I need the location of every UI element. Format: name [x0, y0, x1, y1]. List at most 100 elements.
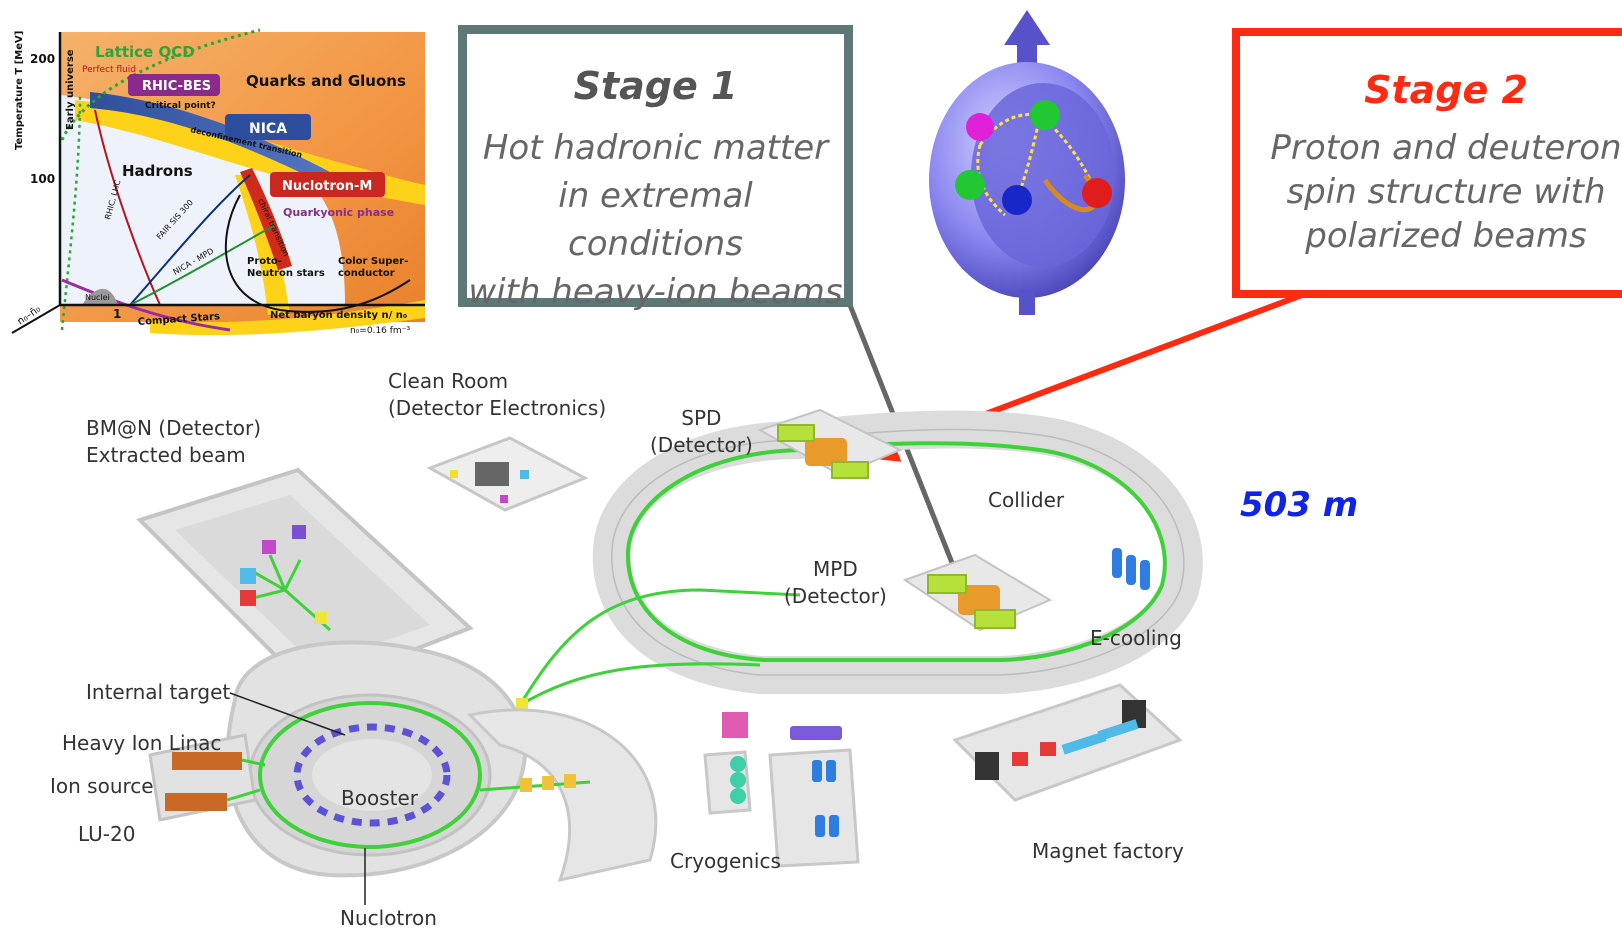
quark-green-left	[955, 170, 985, 200]
magnet-factory-red-2	[1040, 742, 1056, 756]
stage2-line1: Proton and deuteron	[1270, 128, 1622, 168]
cryo-compressor-2	[826, 760, 836, 782]
magnet-factory-blue-2	[1097, 719, 1139, 741]
bmn-magnet-2	[240, 568, 256, 584]
clean-room-rack	[475, 462, 509, 486]
magnet-factory-label: Magnet factory	[1032, 839, 1184, 863]
y-tick-100: 100	[30, 172, 55, 186]
spd-magnet-2	[831, 461, 869, 479]
e-cooling-unit-3	[1140, 560, 1150, 590]
clean-room-item-1	[450, 470, 458, 478]
early-universe-label: Early universe	[65, 49, 76, 130]
stage1-line2: in extremal conditions	[558, 176, 753, 264]
collider-length: 503 m	[1240, 485, 1359, 525]
clean-room-line1: Clean Room	[388, 369, 509, 393]
nuclotron-m-box	[270, 172, 385, 197]
mpd-line2: (Detector)	[784, 584, 887, 608]
mpd-detector	[958, 585, 1000, 615]
quarkyonic-label: Quarkyonic phase	[283, 206, 394, 219]
color-super-label-1: Color Super-	[338, 256, 408, 267]
chiral-transition-band	[240, 168, 292, 270]
y-axis-label: Temperature T [MeV]	[14, 31, 25, 150]
collider-beam	[625, 441, 1167, 662]
critical-point-label: Critical point?	[145, 101, 216, 111]
bmn-label: BM@N (Detector) Extracted beam	[86, 415, 261, 469]
booster-label: Booster	[341, 786, 418, 810]
proto-neutron-label-2: Neutron stars	[247, 268, 325, 279]
bmn-beamlines	[244, 554, 331, 632]
purple-curve	[61, 278, 231, 332]
stage1-title: Stage 1	[573, 64, 738, 108]
lattice-qcd-line	[60, 28, 261, 141]
quarks-gluons-label: Quarks and Gluons	[246, 72, 406, 90]
cryo-pink-columns	[722, 712, 748, 738]
cryo-compressor-3	[815, 815, 825, 837]
stage1-line3: with heavy-ion beams	[468, 272, 843, 312]
transfer-line-2	[519, 662, 761, 707]
ion-source-label: Ion source	[50, 774, 154, 798]
quark-red	[1082, 178, 1112, 208]
bottom-yellow-band	[150, 300, 425, 336]
cryo-tank-3	[730, 788, 746, 804]
clean-room-line2: (Detector Electronics)	[388, 396, 607, 420]
spin-axis-top	[1004, 10, 1050, 75]
nica-label: NICA	[249, 121, 287, 137]
net-baryon-label: Net baryon density n/ n₀	[270, 310, 407, 321]
y-tick-200: 200	[30, 52, 55, 66]
nuclotron-ring-beam	[258, 701, 482, 849]
spd-magnet-1	[777, 424, 815, 442]
bmn-magnet-3	[262, 540, 276, 554]
nuclotron-m-label: Nuclotron-M	[282, 179, 372, 194]
nica-mpd-trajectory	[129, 224, 276, 306]
cryo-compressor-1	[812, 760, 822, 782]
first-order-band	[235, 175, 290, 315]
e-cooling-unit-2	[1126, 555, 1136, 585]
stage2-callout: Stage 2 Proton and deuteron spin structu…	[1232, 28, 1622, 298]
x-tick-1: 1	[113, 307, 121, 321]
quark-magenta	[966, 113, 994, 141]
collider-label: Collider	[988, 488, 1065, 512]
rhic-bes-label: RHIC-BES	[142, 79, 211, 94]
booster-inner	[312, 739, 432, 811]
spd-line2: (Detector)	[650, 433, 753, 457]
cryogenics-label: Cryogenics	[670, 849, 781, 873]
lu20-label: LU-20	[78, 822, 136, 846]
extraction-magnet-1	[520, 778, 532, 792]
magnet-factory-dark-1	[975, 752, 999, 780]
linac-beamline	[226, 758, 266, 802]
diag-axis	[11, 304, 61, 334]
bmn-line1: BM@N (Detector)	[86, 416, 262, 440]
outer-arc-hall	[466, 708, 658, 883]
bmn-hall-inner	[175, 495, 430, 665]
e-cooling-label: E-cooling	[1090, 626, 1182, 650]
stage1-line1: Hot hadronic matter	[482, 128, 829, 168]
clean-room-item-2	[520, 470, 529, 479]
internal-target-label: Internal target	[86, 680, 231, 704]
bmn-magnet-1	[240, 590, 256, 606]
early-universe-line	[60, 94, 82, 331]
booster-ring	[293, 723, 451, 827]
stage1-description: Hot hadronic matter in extremal conditio…	[467, 124, 844, 316]
nuclotron-label: Nuclotron	[340, 906, 437, 930]
stage2-title: Stage 2	[1364, 68, 1528, 112]
clean-room-label: Clean Room (Detector Electronics)	[388, 368, 606, 422]
heavy-ion-linac-unit	[172, 752, 242, 770]
spin-axis-bottom	[1019, 290, 1035, 315]
deconfinement-band	[90, 92, 330, 182]
nica-box	[225, 114, 311, 140]
mpd-magnet-2	[974, 609, 1016, 629]
mpd-magnet-1	[927, 574, 967, 594]
lu20-unit	[165, 793, 227, 811]
quark-blue	[1002, 185, 1032, 215]
rhic-lhc-trajectory	[94, 109, 161, 306]
bmn-magnet-4	[292, 525, 306, 539]
quark-green-top	[1030, 100, 1060, 130]
bmn-line2: Extracted beam	[86, 443, 246, 467]
black-contour	[224, 194, 411, 313]
extraction-magnet-3	[564, 774, 576, 788]
extraction-magnet-2	[542, 776, 554, 790]
proton-spin-sphere	[929, 10, 1125, 315]
spd-label: SPD (Detector)	[650, 405, 753, 459]
